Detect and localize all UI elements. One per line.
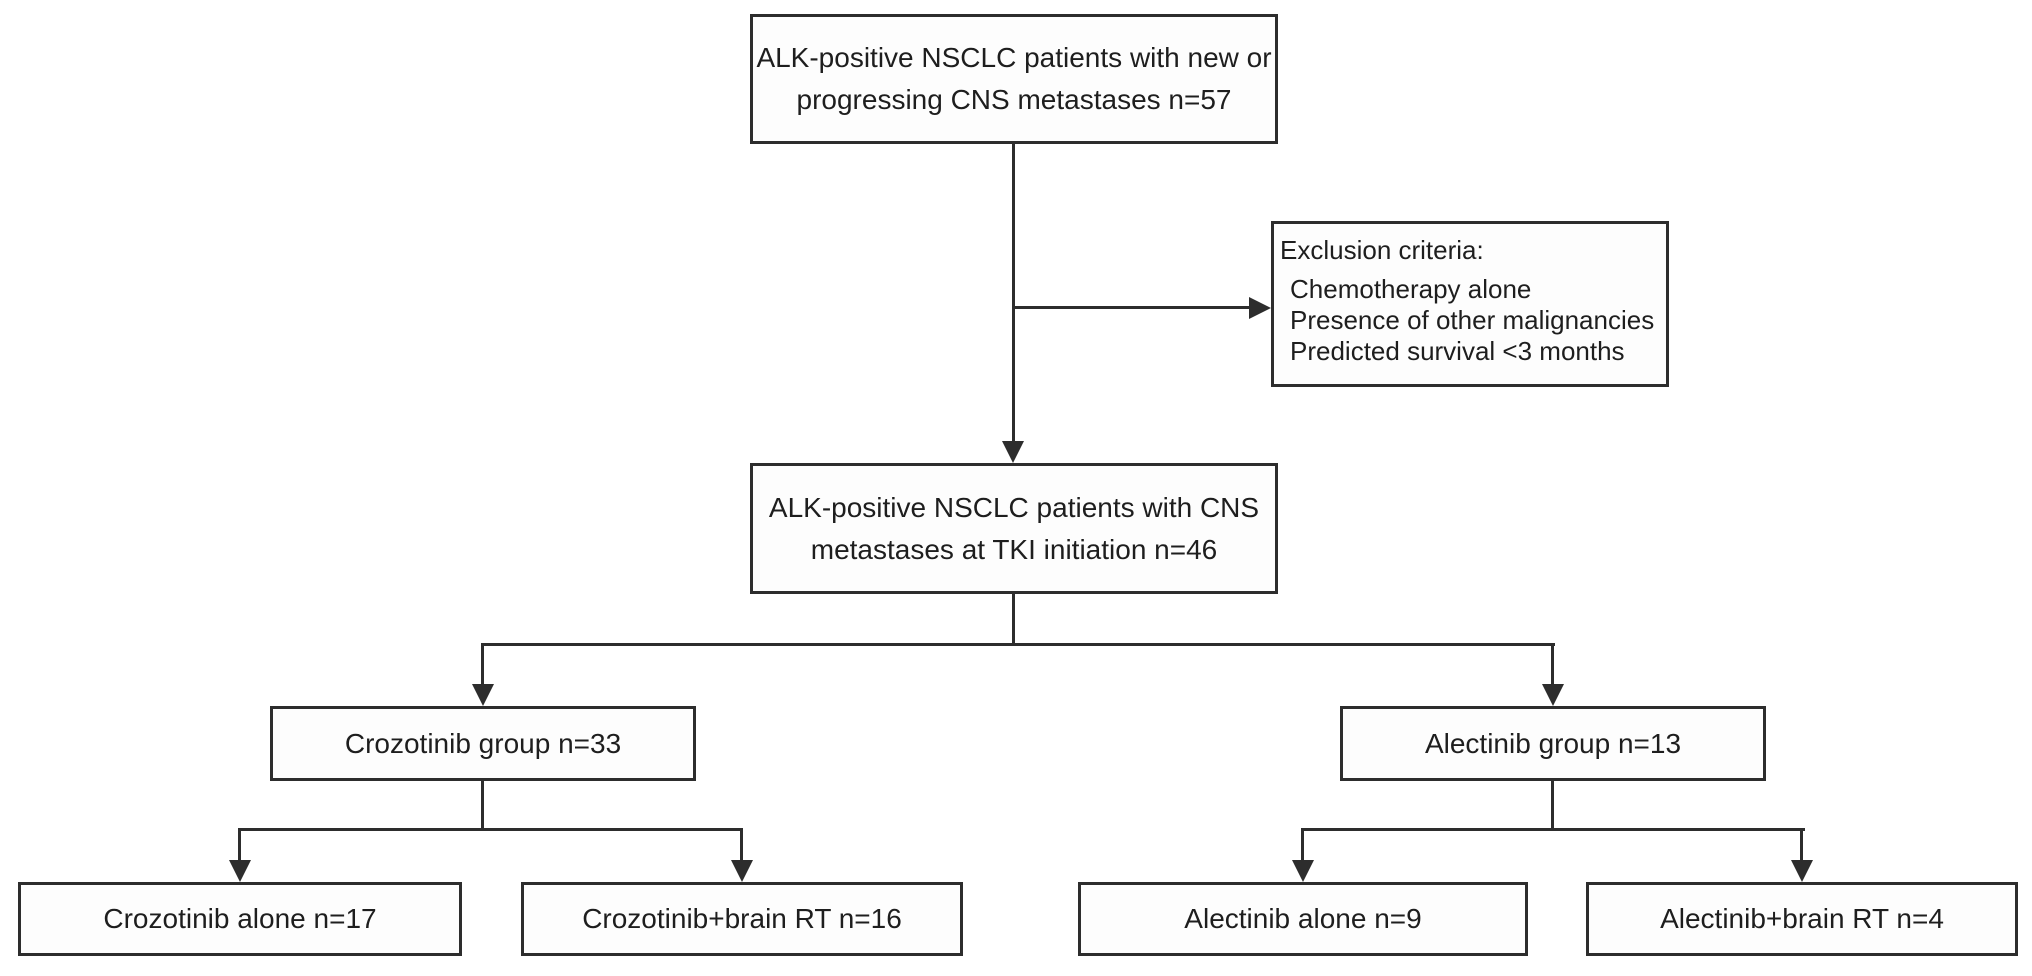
exclusion-item-survival: Predicted survival <3 months <box>1290 336 1625 366</box>
connector-alectinib-stub <box>1551 779 1554 831</box>
node-alectinib-alone: Alectinib alone n=9 <box>1078 882 1528 956</box>
connector-included-stub <box>1012 592 1015 646</box>
arrowhead-down-included <box>1002 441 1024 463</box>
node-alectinib-brain-rt: Alectinib+brain RT n=4 <box>1586 882 2018 956</box>
exclusion-item-chemotherapy: Chemotherapy alone <box>1290 274 1532 304</box>
node-alectinib-group: Alectinib group n=13 <box>1340 706 1766 781</box>
connector-to-alectinib-rt <box>1800 828 1803 862</box>
node-included: ALK-positive NSCLC patients with CNS met… <box>750 463 1278 594</box>
arrowhead-right-exclusion <box>1249 297 1271 319</box>
connector-to-crozotinib-rt <box>740 828 743 862</box>
connector-to-crozotinib-alone <box>238 828 241 862</box>
node-exclusion-criteria: Exclusion criteria: Chemotherapy alone P… <box>1271 221 1669 387</box>
connector-alectinib-split <box>1301 828 1805 831</box>
node-crozotinib-brain-rt: Crozotinib+brain RT n=16 <box>521 882 963 956</box>
connector-crozotinib-stub <box>481 779 484 831</box>
node-screened: ALK-positive NSCLC patients with new or … <box>750 14 1278 144</box>
connector-screened-to-included <box>1012 144 1015 443</box>
connector-to-exclusion <box>1012 306 1250 309</box>
exclusion-item-malignancies: Presence of other malignancies <box>1290 305 1655 335</box>
node-alectinib-brain-rt-label: Alectinib+brain RT n=4 <box>1660 903 1944 934</box>
arrowhead-down-crozotinib-alone <box>229 860 251 882</box>
connector-group-split <box>481 643 1555 646</box>
arrowhead-down-crozotinib-group <box>472 684 494 706</box>
node-crozotinib-group: Crozotinib group n=33 <box>270 706 696 781</box>
node-alectinib-group-label: Alectinib group n=13 <box>1424 727 1682 759</box>
node-crozotinib-alone: Crozotinib alone n=17 <box>18 882 462 956</box>
node-crozotinib-alone-label: Crozotinib alone n=17 <box>103 903 377 934</box>
node-included-line1: ALK-positive NSCLC patients with CNS <box>768 491 1260 523</box>
connector-to-crozotinib-group <box>481 643 484 686</box>
arrowhead-down-alectinib-rt <box>1791 860 1813 882</box>
exclusion-heading: Exclusion criteria: <box>1280 235 1484 265</box>
node-screened-line1: ALK-positive NSCLC patients with new or <box>756 42 1272 73</box>
connector-crozotinib-split <box>238 828 743 831</box>
connector-to-alectinib-group <box>1551 643 1554 686</box>
node-alectinib-alone-label: Alectinib alone n=9 <box>1184 903 1422 934</box>
node-included-line2: metastases at TKI initiation n=46 <box>810 533 1218 565</box>
connector-to-alectinib-alone <box>1301 828 1304 862</box>
arrowhead-down-alectinib-alone <box>1292 860 1314 882</box>
node-screened-line2: progressing CNS metastases n=57 <box>796 84 1232 115</box>
arrowhead-down-crozotinib-rt <box>731 860 753 882</box>
arrowhead-down-alectinib-group <box>1542 684 1564 706</box>
node-crozotinib-brain-rt-label: Crozotinib+brain RT n=16 <box>582 903 902 934</box>
node-crozotinib-group-label: Crozotinib group n=33 <box>344 727 622 759</box>
